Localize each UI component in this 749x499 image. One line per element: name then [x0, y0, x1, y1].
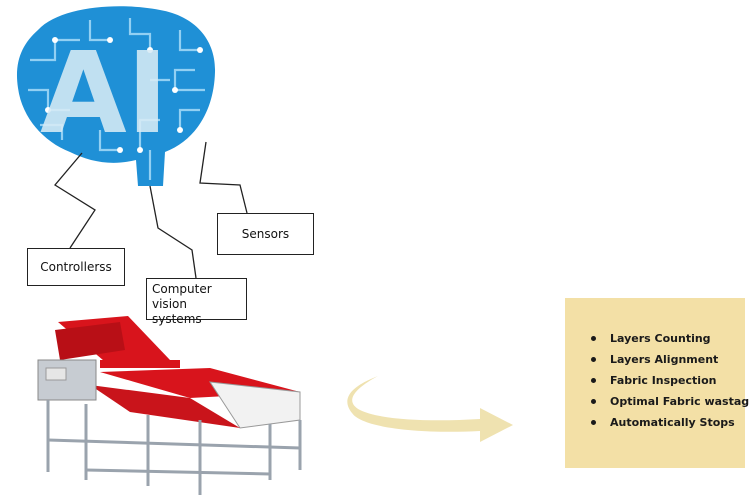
connector-computer-vision [149, 185, 197, 279]
feature-item: Automatically Stops [575, 412, 739, 433]
bullet-icon [591, 378, 596, 383]
bullet-icon [591, 357, 596, 362]
feature-label: Layers Alignment [610, 353, 719, 366]
feature-item: Layers Counting [575, 328, 739, 349]
feature-item: Optimal Fabric wastage [575, 391, 749, 412]
feature-item: Layers Alignment [575, 349, 739, 370]
features-panel: Layers Counting Layers Alignment Fabric … [565, 298, 749, 468]
feature-item: Fabric Inspection [575, 370, 739, 391]
feature-label: Fabric Inspection [610, 374, 717, 387]
computer-vision-label-line-1: Computer vision [152, 282, 212, 311]
feature-label: Layers Counting [610, 332, 711, 345]
connector-lines [54, 141, 248, 279]
feature-label: Automatically Stops [610, 416, 735, 429]
sensors-label: Sensors [241, 226, 290, 241]
ai-brain-icon: AI [16, 6, 216, 187]
ai-letters: AI [40, 29, 168, 159]
features-list: Layers Counting Layers Alignment Fabric … [575, 328, 749, 433]
bullet-icon [591, 399, 596, 404]
sensors-box: Sensors [217, 213, 314, 255]
bullet-icon [591, 336, 596, 341]
computer-vision-box: Computer vision systems [146, 278, 247, 326]
fabric-spreading-machine-image [37, 316, 302, 495]
computer-vision-label-line-2: systems [152, 312, 202, 326]
bullet-icon [591, 420, 596, 425]
connector-controllers [54, 152, 96, 249]
connector-sensors [199, 141, 248, 214]
controllers-box: Controllerss [27, 248, 125, 286]
controllers-label: Controllerss [40, 259, 112, 274]
feature-label: Optimal Fabric wastage [610, 395, 749, 408]
curved-arrow-icon [347, 376, 513, 442]
